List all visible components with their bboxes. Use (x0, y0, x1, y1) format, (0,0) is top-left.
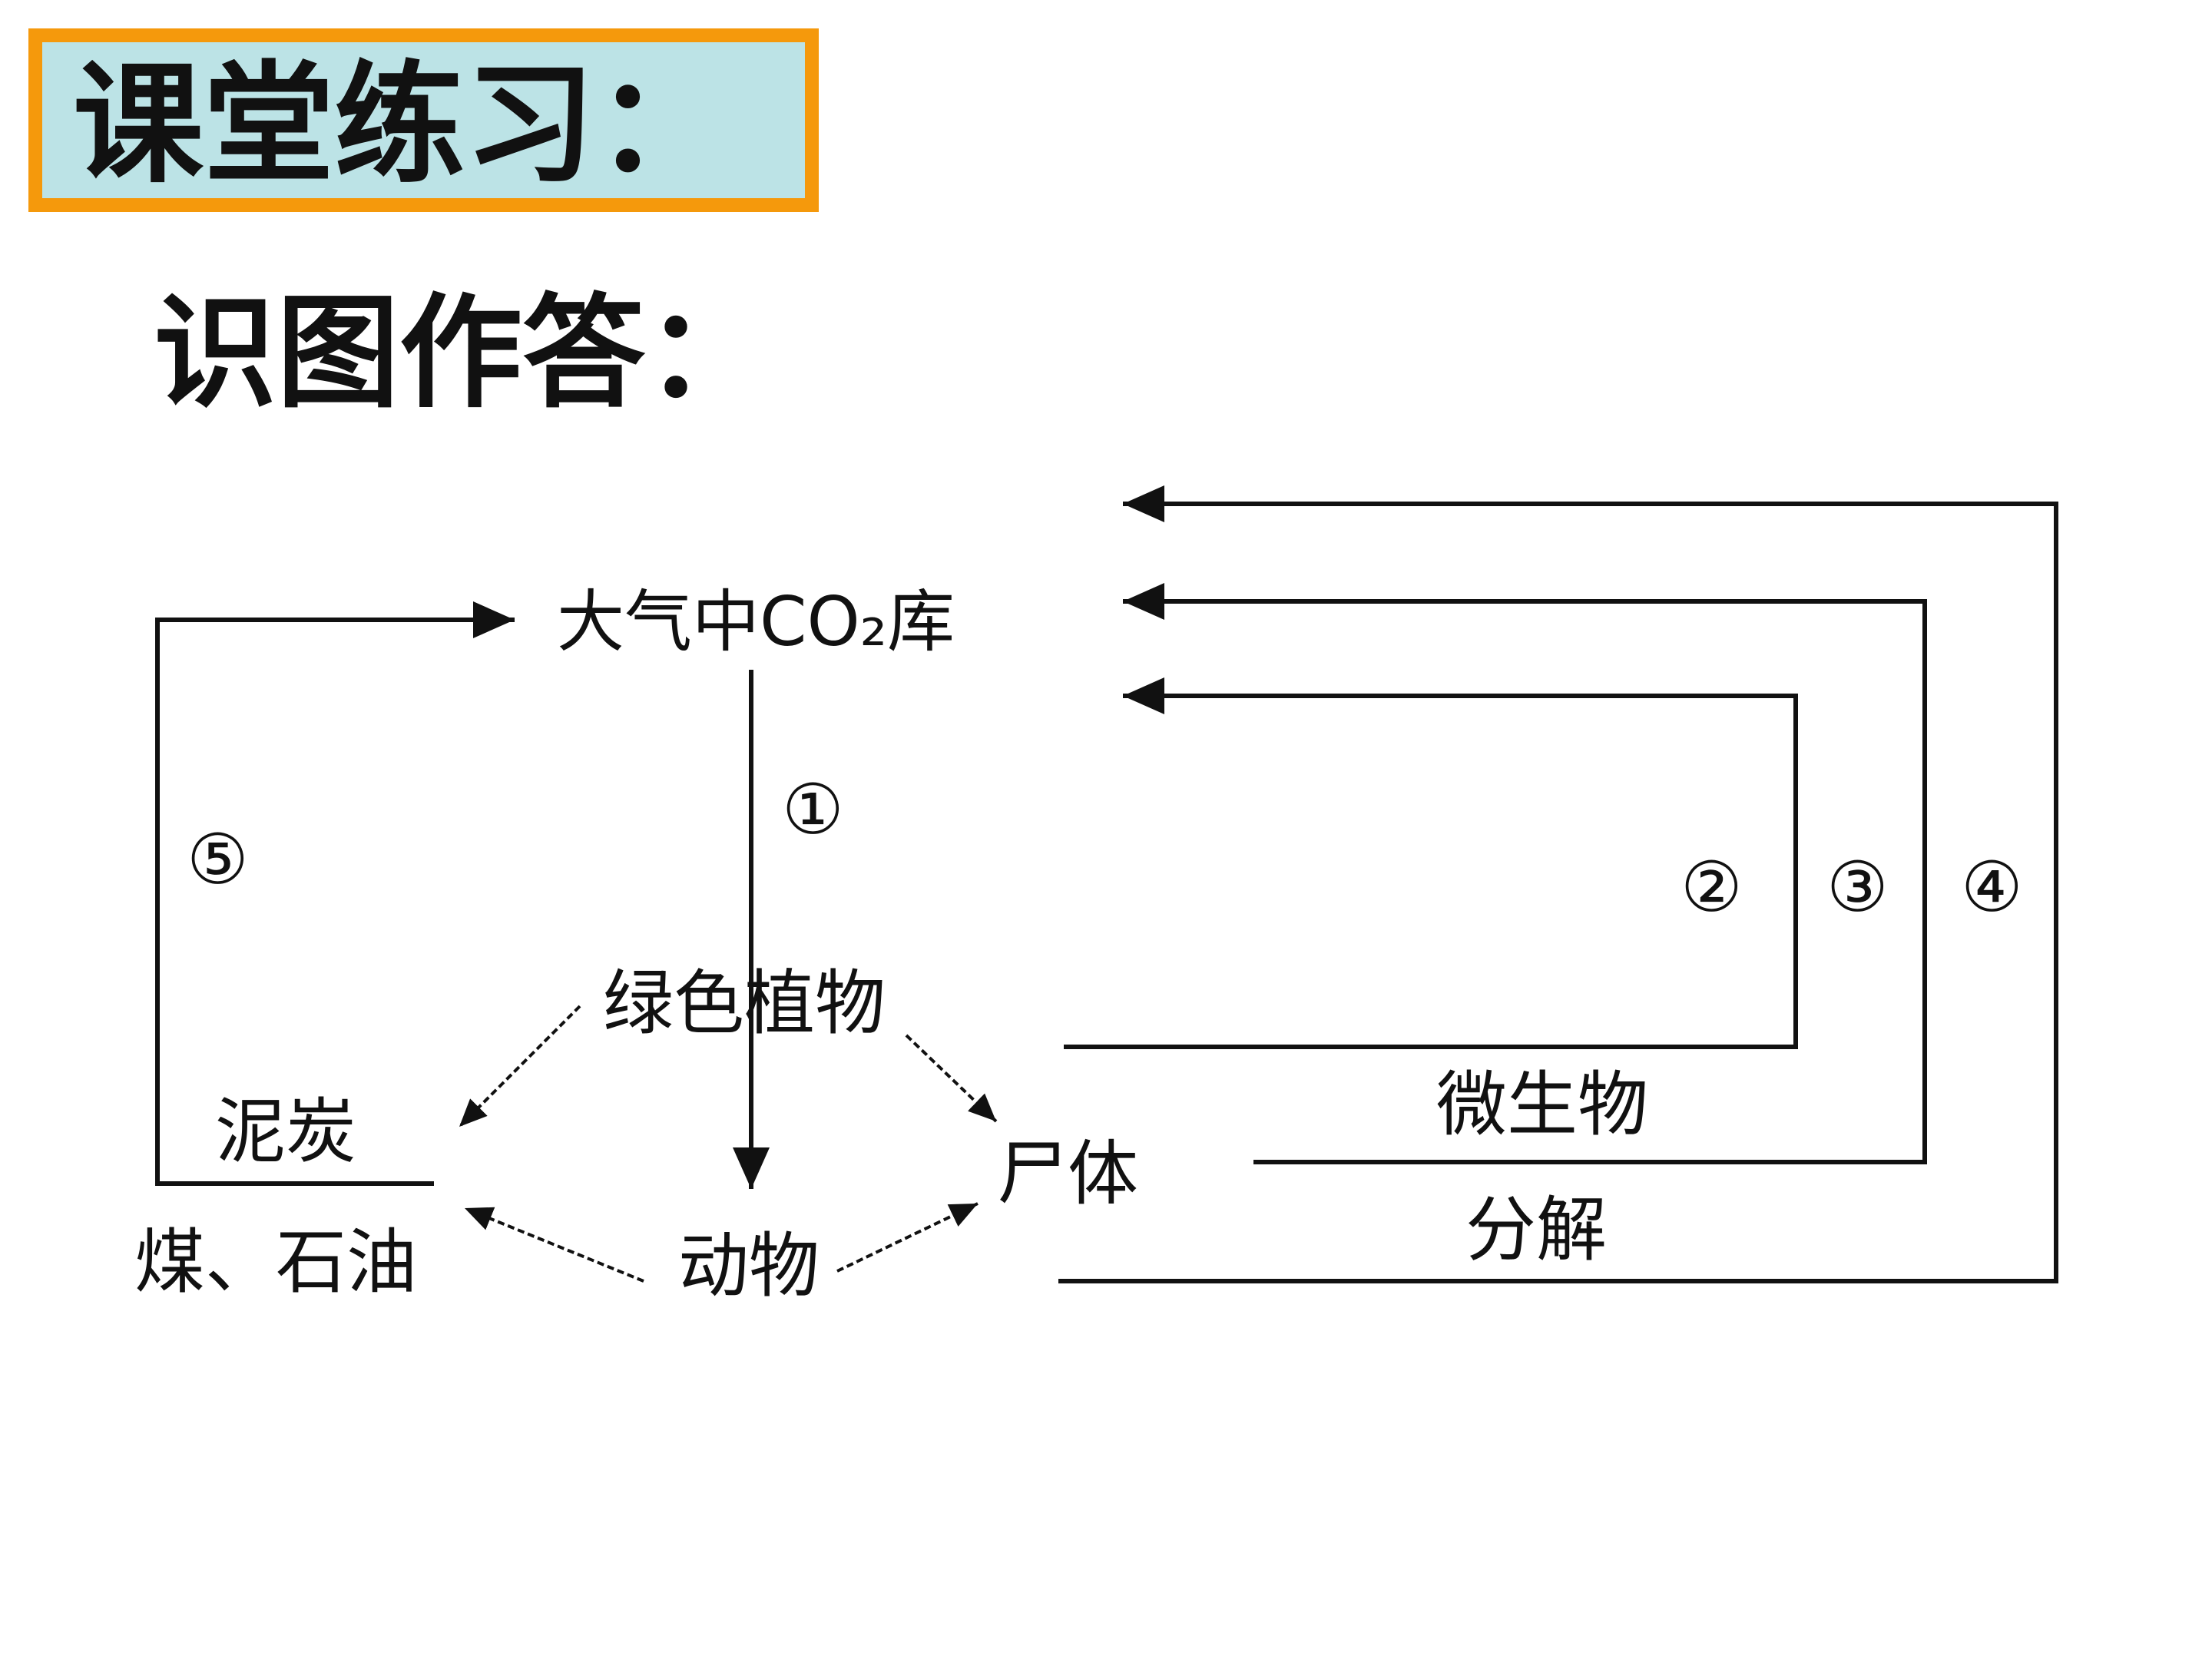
arrow-animals-to-corpse (836, 1202, 979, 1273)
slide-title: 课堂练习： (73, 49, 727, 201)
node-microbes: 微生物 (1436, 1064, 1648, 1146)
marker-4: ④ (1961, 847, 2023, 928)
node-animals: 动物 (678, 1225, 820, 1307)
arrow-5-combustion (155, 601, 515, 1186)
node-co2-pool: 大气中CO₂库 (557, 582, 955, 661)
arrow-3-respiration (1123, 583, 1927, 1164)
marker-3: ③ (1826, 847, 1889, 928)
arrow-plants-to-corpse (905, 1034, 998, 1123)
node-green-plants: 绿色植物 (603, 962, 886, 1045)
arrow-animals-to-coal (464, 1207, 644, 1283)
node-decompose: 分解 (1465, 1189, 1607, 1271)
arrow-plants-to-peat (458, 1005, 581, 1128)
marker-5: ⑤ (187, 820, 249, 900)
node-coal-oil: 煤、石油 (134, 1221, 417, 1303)
marker-2: ② (1681, 847, 1743, 928)
slide-subtitle: 识图作答： (154, 281, 769, 425)
node-corpse: 尸体 (997, 1133, 1138, 1215)
marker-1: ① (782, 770, 844, 850)
node-peat: 泥炭 (215, 1091, 356, 1173)
arrow-2-respiration (1064, 677, 1798, 1049)
arrow-4-decomposition (1058, 485, 2058, 1283)
title-box: 课堂练习： (28, 28, 819, 212)
